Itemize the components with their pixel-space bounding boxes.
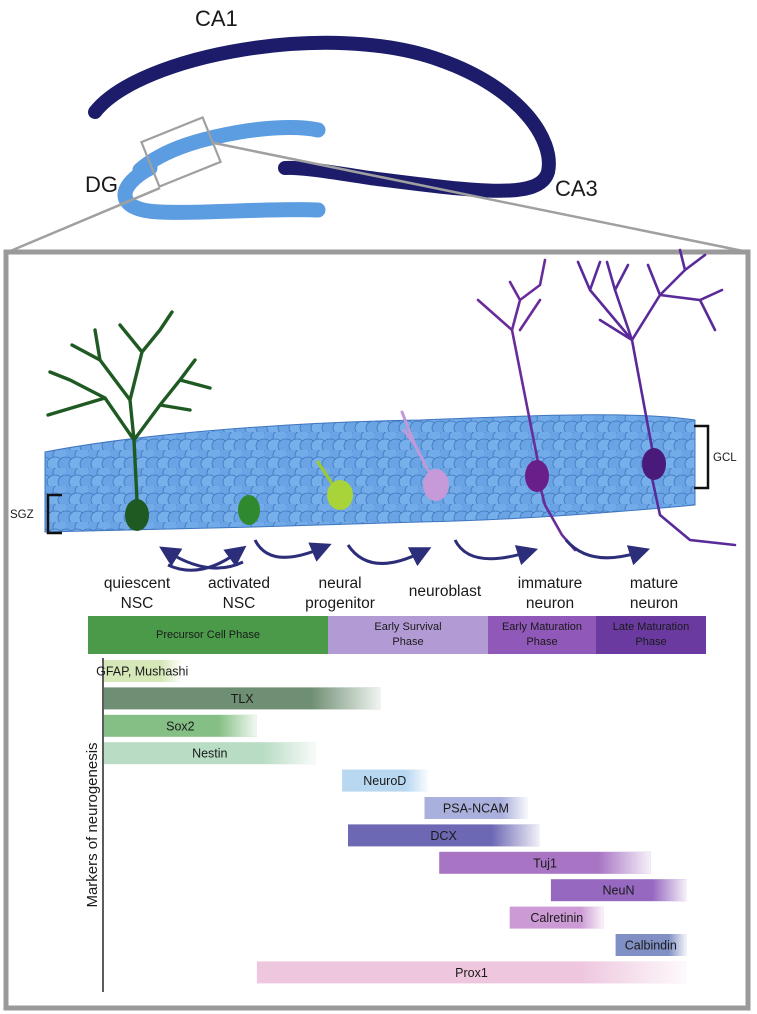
- dg-label: DG: [85, 172, 118, 197]
- stage-label-line1: neural: [318, 575, 361, 592]
- marker-bar-fade: [509, 906, 604, 929]
- marker-bar-fade: [348, 824, 540, 847]
- marker-label: NeuroD: [363, 774, 406, 788]
- marker-label: PSA-NCAM: [443, 802, 509, 816]
- marker-bar-group: Nestin: [104, 742, 316, 765]
- marker-bar-group: GFAP, Mushashi: [96, 660, 188, 682]
- phase-segment-early-survival: [328, 616, 488, 654]
- stage-label-line1: quiescent: [104, 575, 171, 592]
- marker-label: NeuN: [603, 884, 635, 898]
- marker-label: Nestin: [192, 747, 227, 761]
- marker-bar-fade: [104, 742, 316, 765]
- sgz-bracket: SGZ: [10, 493, 62, 535]
- marker-bar-group: Prox1: [256, 961, 687, 984]
- marker-bar-group: NeuN: [550, 879, 687, 902]
- immature-neuron-cell: [476, 258, 577, 552]
- activated-nsc-cell: [238, 495, 260, 525]
- markers-axis-label: Markers of neurogenesis: [84, 742, 101, 907]
- phase-label-line2: Phase: [635, 636, 666, 648]
- phase-segment-precursor: [88, 616, 328, 654]
- dentate-gyrus-upper-blade: [132, 120, 326, 178]
- dentate-gyrus-lower-blade: [117, 160, 326, 220]
- marker-bar-group: NeuroD: [342, 769, 428, 792]
- ca3-label: CA3: [555, 176, 598, 201]
- marker-bar-fade: [104, 714, 257, 737]
- marker-label: DCX: [430, 829, 457, 843]
- marker-bar-group: Tuj1: [439, 851, 651, 874]
- cell-layer-band: [44, 414, 696, 533]
- zoom-line-left: [7, 186, 161, 254]
- marker-label: Sox2: [166, 719, 195, 733]
- stage-label-line2: neuron: [526, 595, 574, 612]
- stage-label-line2: neuron: [630, 595, 678, 612]
- stage-label-line1: neuroblast: [409, 583, 482, 600]
- stage-label-line1: immature: [518, 575, 583, 592]
- marker-bar-fade: [424, 797, 528, 819]
- zoom-line-right: [213, 141, 749, 254]
- marker-label: Prox1: [455, 966, 488, 980]
- zoom-box: [139, 115, 223, 189]
- phase-label: Precursor Cell Phase: [156, 629, 260, 641]
- ca1-label: CA1: [195, 6, 238, 31]
- marker-bar-fade: [104, 687, 381, 710]
- phase-label-line2: Phase: [392, 636, 423, 648]
- stage-label-line1: mature: [630, 575, 678, 592]
- marker-label: Calbindin: [625, 939, 677, 953]
- marker-bar-group: Sox2: [104, 714, 257, 737]
- phase-label: Early Maturation: [502, 621, 582, 633]
- stage-label-line2: NSC: [223, 595, 256, 612]
- arrow-progenitor-neuroblast: [346, 544, 432, 567]
- marker-label: Tuj1: [533, 856, 557, 870]
- marker-bar-group: TLX: [104, 687, 381, 710]
- sgz-label: SGZ: [10, 509, 34, 521]
- stage-labels: quiescent NSC activated NSC neural proge…: [104, 575, 678, 612]
- marker-bar-fade: [104, 660, 181, 682]
- arrow-quiescent-activated: [159, 546, 244, 570]
- marker-bar-fade: [342, 769, 428, 792]
- marker-bar-group: Calbindin: [615, 934, 687, 956]
- stage-label-line2: NSC: [121, 595, 154, 612]
- stage-label-line2: progenitor: [305, 595, 375, 612]
- phase-bar: Precursor Cell Phase Early Survival Phas…: [88, 616, 706, 654]
- phase-label: Late Maturation: [613, 621, 689, 633]
- marker-bar-fade: [615, 934, 687, 956]
- marker-bar-fade: [439, 851, 651, 874]
- granule-cell-layer: [44, 414, 696, 533]
- phase-label-line2: Phase: [526, 636, 557, 648]
- mature-neuron-cell: [576, 248, 737, 547]
- marker-bar-group: PSA-NCAM: [424, 797, 528, 819]
- arrow-immature-mature: [564, 539, 651, 566]
- zoom-panel-frame: [3, 249, 751, 1011]
- phase-segment-late-maturation: [596, 616, 706, 654]
- marker-bar-group: Calretinin: [509, 906, 604, 929]
- gcl-label: GCL: [713, 452, 737, 464]
- marker-bar-group: DCX: [348, 824, 540, 847]
- neuroblast-cell: [400, 410, 449, 501]
- arrow-neuroblast-immature: [453, 539, 539, 566]
- markers-section: Markers of neurogenesis GFAP, MushashiTL…: [84, 658, 687, 992]
- phase-segment-early-maturation: [488, 616, 596, 654]
- marker-label: GFAP, Mushashi: [96, 665, 188, 679]
- quiescent-nsc-cell: [46, 310, 212, 531]
- marker-bar-fade: [550, 879, 687, 902]
- neural-progenitor-cell: [316, 460, 353, 510]
- ca-region-arc: [88, 35, 556, 198]
- transition-arrows: [159, 539, 651, 572]
- arrow-activated-quiescent: [167, 545, 247, 572]
- phase-label: Early Survival: [374, 621, 441, 633]
- marker-label: TLX: [231, 692, 255, 706]
- stage-label-line1: activated: [208, 575, 270, 592]
- marker-label: Calretinin: [530, 911, 583, 925]
- gcl-bracket: GCL: [694, 424, 737, 490]
- marker-bar-fade: [256, 961, 687, 984]
- hippocampus-diagram: CA1 CA3 DG: [7, 6, 749, 254]
- arrow-activated-progenitor: [253, 539, 332, 562]
